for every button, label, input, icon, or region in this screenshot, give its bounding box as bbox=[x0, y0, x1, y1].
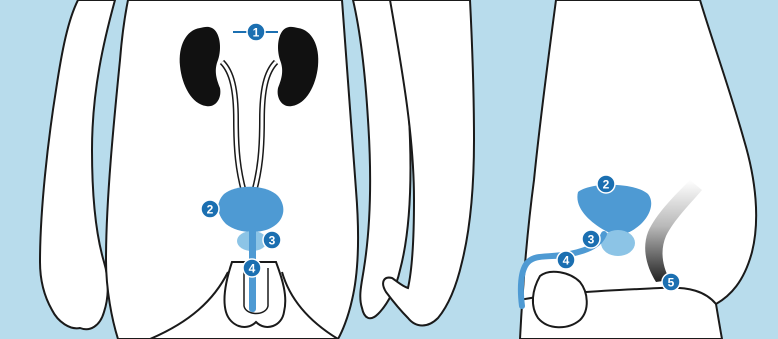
marker-front-2-label: 2 bbox=[207, 203, 214, 217]
marker-front-3: 3 bbox=[263, 231, 281, 249]
marker-side-5: 5 bbox=[662, 273, 680, 291]
marker-side-2: 2 bbox=[597, 175, 615, 193]
marker-front-4: 4 bbox=[243, 259, 261, 277]
marker-front-2: 2 bbox=[201, 200, 219, 218]
marker-side-3-label: 3 bbox=[588, 233, 595, 247]
marker-side-2-label: 2 bbox=[603, 178, 610, 192]
marker-side-5-label: 5 bbox=[668, 276, 675, 290]
marker-side-4-label: 4 bbox=[563, 254, 570, 268]
marker-front-3-label: 3 bbox=[269, 234, 276, 248]
marker-front-1-label: 1 bbox=[253, 26, 260, 40]
side-genitals bbox=[533, 272, 587, 328]
marker-side-3: 3 bbox=[582, 230, 600, 248]
marker-side-4: 4 bbox=[557, 251, 575, 269]
side-view: 2 3 4 5 bbox=[383, 0, 756, 339]
marker-front-1: 1 bbox=[247, 23, 265, 41]
front-bladder bbox=[218, 187, 283, 232]
marker-front-4-label: 4 bbox=[249, 262, 256, 276]
